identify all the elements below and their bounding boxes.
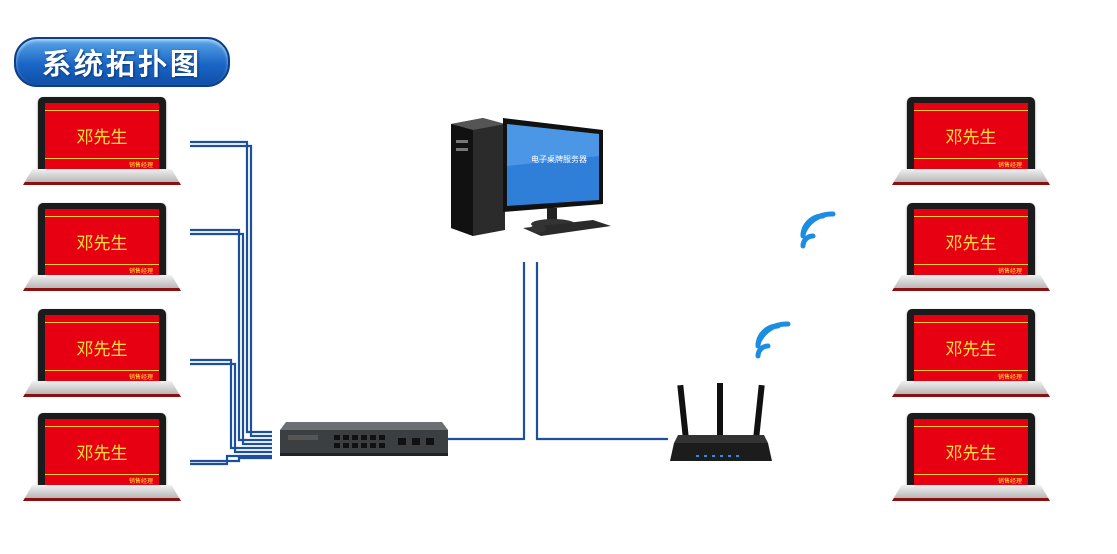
screen-stand [892,485,1050,501]
desktop-computer-icon: 电子桌牌服务器 [443,116,613,238]
nameplate-role: 销售经理 [128,478,153,485]
screen-stand [892,169,1050,185]
display-divider [914,322,1028,323]
nameplate-role: 销售经理 [128,162,153,169]
desk-nameplate-screen: 邓先生 销售经理 [23,309,183,397]
screen-bezel: 邓先生 销售经理 [907,309,1035,387]
screen-stand [23,381,181,397]
desk-nameplate-screen: 邓先生 销售经理 [892,413,1052,501]
display-divider [45,264,159,265]
screen-stand [892,381,1050,397]
nameplate-name: 邓先生 [945,340,997,360]
display-divider [914,216,1028,217]
screen-display: 邓先生 销售经理 [45,103,159,169]
wifi-signal-icon [795,210,843,254]
screen-display: 邓先生 销售经理 [45,419,159,485]
screen-display: 邓先生 销售经理 [45,315,159,381]
nameplate-role: 销售经理 [128,268,153,275]
screen-display: 邓先生 销售经理 [45,209,159,275]
display-divider [914,370,1028,371]
screen-stand [892,275,1050,291]
display-divider [45,110,159,111]
desk-nameplate-screen: 邓先生 销售经理 [892,203,1052,291]
display-divider [45,426,159,427]
network-switch-icon [274,420,448,458]
screen-display: 邓先生 销售经理 [914,419,1028,485]
display-divider [914,474,1028,475]
nameplate-role: 销售经理 [997,162,1022,169]
nameplate-name: 邓先生 [945,234,997,254]
screen-bezel: 邓先生 销售经理 [907,203,1035,281]
server-screen-text: 电子桌牌服务器 [531,154,587,164]
wifi-signal-icon [750,320,798,364]
display-divider [45,216,159,217]
display-divider [45,370,159,371]
display-divider [45,158,159,159]
nameplate-name: 邓先生 [76,444,128,464]
screen-stand [23,275,181,291]
screen-stand [23,169,181,185]
nameplate-name: 邓先生 [945,444,997,464]
nameplate-name: 邓先生 [945,128,997,148]
nameplate-name: 邓先生 [76,128,128,148]
screen-bezel: 邓先生 销售经理 [38,203,166,281]
desk-nameplate-screen: 邓先生 销售经理 [23,97,183,185]
screen-display: 邓先生 销售经理 [914,315,1028,381]
nameplate-role: 销售经理 [128,374,153,381]
display-divider [914,426,1028,427]
nameplate-role: 销售经理 [997,374,1022,381]
display-divider [914,158,1028,159]
screen-bezel: 邓先生 销售经理 [907,97,1035,175]
screen-bezel: 邓先生 销售经理 [38,309,166,387]
display-divider [914,264,1028,265]
desk-nameplate-screen: 邓先生 销售经理 [892,97,1052,185]
display-divider [45,474,159,475]
nameplate-name: 邓先生 [76,234,128,254]
nameplate-role: 销售经理 [997,268,1022,275]
screen-bezel: 邓先生 销售经理 [38,413,166,491]
desk-nameplate-screen: 邓先生 销售经理 [892,309,1052,397]
desk-nameplate-screen: 邓先生 销售经理 [23,203,183,291]
display-divider [914,110,1028,111]
nameplate-name: 邓先生 [76,340,128,360]
desk-nameplate-screen: 邓先生 销售经理 [23,413,183,501]
screen-stand [23,485,181,501]
nameplate-role: 销售经理 [997,478,1022,485]
screen-bezel: 邓先生 销售经理 [38,97,166,175]
diagram-title: 系统拓扑图 [14,37,230,87]
screen-display: 邓先生 销售经理 [914,209,1028,275]
wireless-router-icon [670,383,772,471]
display-divider [45,322,159,323]
screen-bezel: 邓先生 销售经理 [907,413,1035,491]
screen-display: 邓先生 销售经理 [914,103,1028,169]
